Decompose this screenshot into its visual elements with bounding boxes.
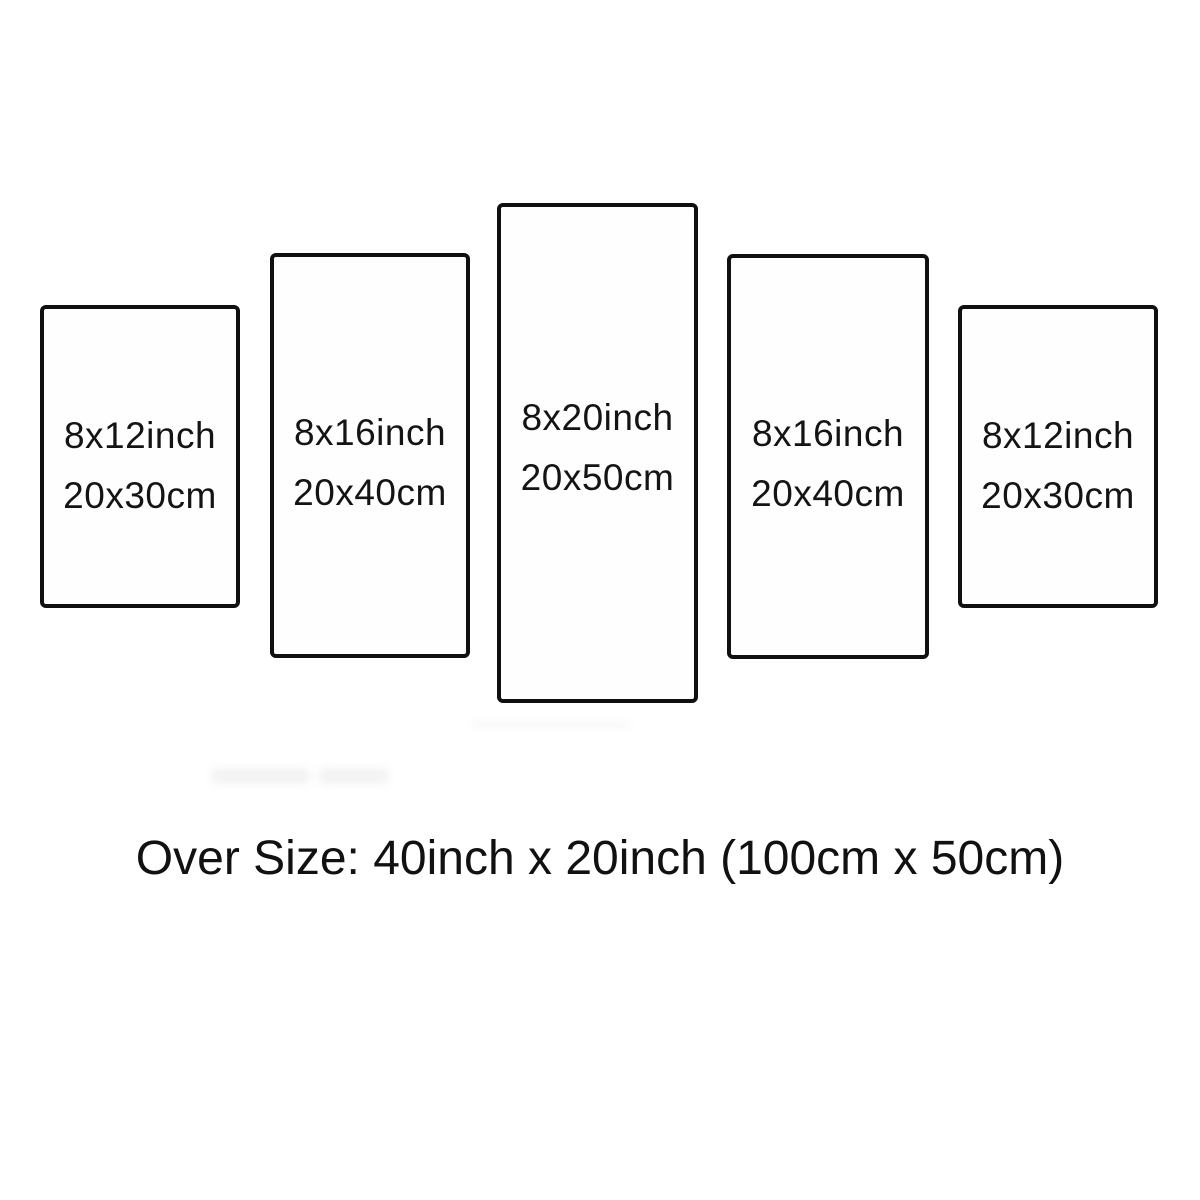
panel-3-center: 8x20inch 20x50cm — [497, 203, 698, 703]
panel-2-left-inner: 8x16inch 20x40cm — [270, 253, 470, 658]
panel-4-right-inner: 8x16inch 20x40cm — [727, 254, 929, 659]
panel-3-labels: 8x20inch 20x50cm — [521, 397, 675, 499]
panel-1-labels: 8x12inch 20x30cm — [63, 415, 217, 517]
oversize-caption: Over Size: 40inch x 20inch (100cm x 50cm… — [135, 832, 1065, 885]
panel-size-cm: 20x50cm — [520, 456, 675, 498]
faint-smudge — [470, 722, 630, 728]
panel-size-inch: 8x12inch — [981, 415, 1135, 457]
panel-1-left-outer: 8x12inch 20x30cm — [40, 305, 240, 608]
panel-2-labels: 8x16inch 20x40cm — [293, 412, 447, 514]
panel-size-cm: 20x40cm — [751, 473, 905, 514]
faint-smudge — [212, 768, 310, 784]
panel-size-cm: 20x40cm — [293, 472, 447, 513]
panel-size-inch: 8x20inch — [521, 396, 674, 438]
panel-size-inch: 8x12inch — [63, 415, 217, 457]
faint-smudge — [320, 768, 388, 784]
panel-size-cm: 20x30cm — [63, 475, 217, 516]
panel-size-cm: 20x30cm — [981, 475, 1135, 516]
panel-5-labels: 8x12inch 20x30cm — [981, 415, 1135, 517]
panel-size-inch: 8x16inch — [751, 413, 905, 455]
panel-size-inch: 8x16inch — [293, 412, 447, 454]
panel-5-right-outer: 8x12inch 20x30cm — [958, 305, 1158, 608]
panel-4-labels: 8x16inch 20x40cm — [751, 413, 905, 515]
